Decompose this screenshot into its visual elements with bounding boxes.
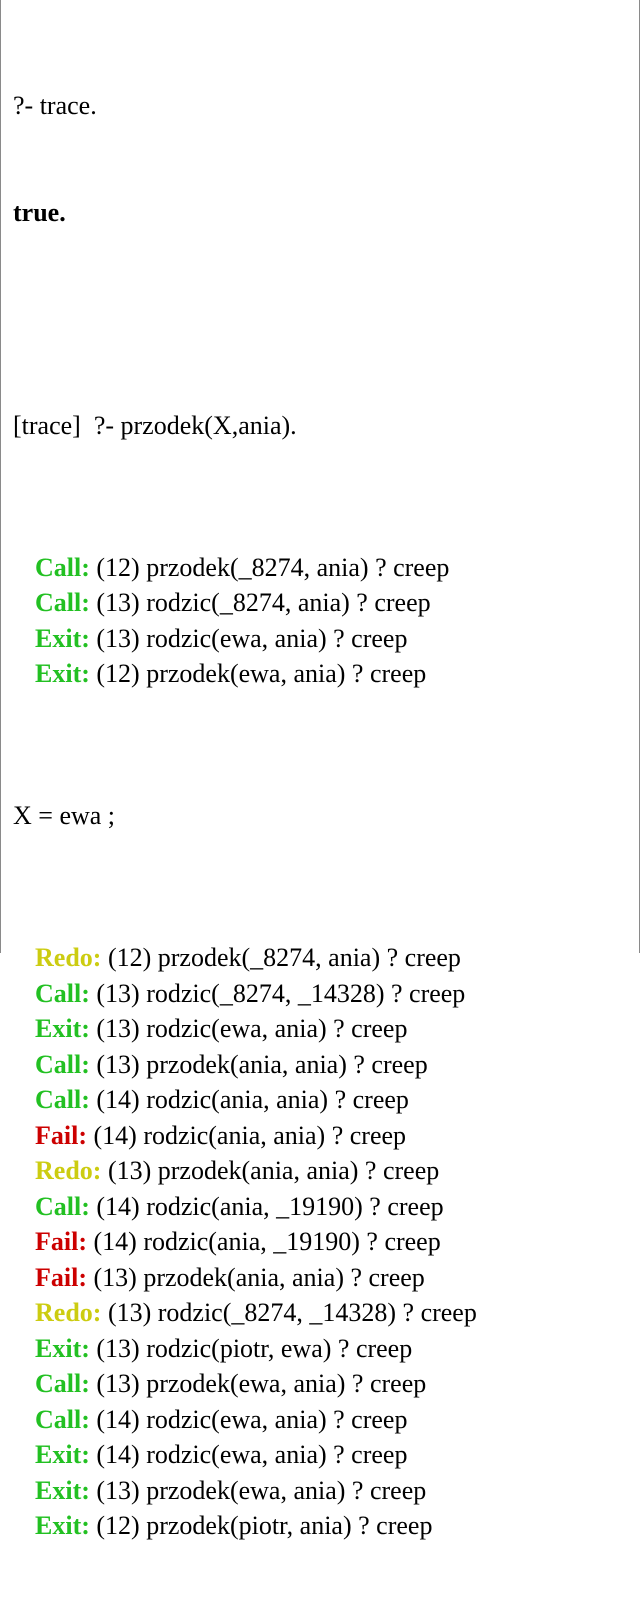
port-call: Call: [35, 1085, 90, 1114]
trace-line: Exit: (13) rodzic(ewa, ania) ? creep [13, 621, 631, 657]
trace-query-text: [trace] ?- przodek(X,ania). [13, 410, 297, 440]
trace-goal: (13) rodzic(_8274, ania) ? creep [89, 588, 431, 617]
port-call: Call: [35, 1404, 90, 1434]
trace-line: Exit: (13) przodek(ewa, ania) ? creep [13, 1473, 631, 1509]
port-exit: Exit: [35, 1440, 90, 1469]
trace-goal: (14) rodzic(ania, ania) ? creep [87, 1120, 407, 1150]
answer-line: X = ewa ; [13, 798, 631, 834]
trace-goal: (13) rodzic(_8274, _14328) ? creep [89, 978, 466, 1008]
port-call: Call: [35, 588, 90, 617]
trace-goal: (12) przodek(piotr, ania) ? creep [89, 1511, 433, 1540]
port-call: Call: [35, 1369, 90, 1398]
port-call: Call: [35, 1191, 90, 1221]
port-exit: Exit: [35, 1475, 90, 1505]
trace-goal: (12) przodek(_8274, ania) ? creep [89, 552, 450, 582]
result-line: true. [13, 195, 631, 231]
port-fail: Fail: [35, 1120, 87, 1150]
trace-line: Fail: (14) rodzic(ania, _19190) ? creep [13, 1224, 631, 1260]
trace-line: Fail: (13) przodek(ania, ania) ? creep [13, 1260, 631, 1296]
trace-line: Call: (14) rodzic(ewa, ania) ? creep [13, 1402, 631, 1438]
trace-line: Fail: (14) rodzic(ania, ania) ? creep [13, 1118, 631, 1154]
trace-line: Redo: (12) przodek(_8274, ania) ? creep [13, 940, 631, 976]
trace-goal: (13) przodek(ewa, ania) ? creep [89, 1369, 427, 1398]
trace-goal: (13) przodek(ewa, ania) ? creep [89, 1475, 427, 1505]
trace-line: Exit: (12) przodek(ewa, ania) ? creep [13, 656, 631, 692]
port-exit: Exit: [35, 1014, 90, 1043]
trace-goal: (14) rodzic(ewa, ania) ? creep [89, 1404, 408, 1434]
port-fail: Fail: [35, 1227, 87, 1256]
query-text: ?- trace. [13, 91, 97, 120]
trace-line: Exit: (14) rodzic(ewa, ania) ? creep [13, 1437, 631, 1473]
port-redo: Redo: [35, 943, 102, 972]
trace-goal: (14) rodzic(ewa, ania) ? creep [89, 1440, 408, 1469]
trace-goal: (14) rodzic(ania, _19190) ? creep [87, 1227, 441, 1256]
trace-line: Call: (14) rodzic(ania, _19190) ? creep [13, 1189, 631, 1225]
trace-line: Exit: (12) przodek(piotr, ania) ? creep [13, 1508, 631, 1544]
trace-goal: (13) przodek(ania, ania) ? creep [89, 1049, 428, 1079]
trace-goal: (14) rodzic(ania, _19190) ? creep [89, 1191, 444, 1221]
trace-goal: (12) przodek(_8274, ania) ? creep [101, 943, 461, 972]
query-line: ?- trace. [13, 88, 631, 124]
port-call: Call: [35, 978, 90, 1008]
trace-query-line: [trace] ?- przodek(X,ania). [13, 408, 631, 444]
trace-output: ?- trace. true. [trace] ?- przodek(X,ani… [13, 17, 631, 1615]
port-redo: Redo: [35, 1298, 102, 1327]
blank-line [13, 301, 631, 337]
result-text: true. [13, 197, 66, 227]
trace-line: Exit: (13) rodzic(piotr, ewa) ? creep [13, 1331, 631, 1367]
port-call: Call: [35, 552, 90, 582]
trace-line: Call: (13) przodek(ewa, ania) ? creep [13, 1366, 631, 1402]
trace-line: Redo: (13) rodzic(_8274, _14328) ? creep [13, 1295, 631, 1331]
trace-goal: (14) rodzic(ania, ania) ? creep [89, 1085, 409, 1114]
trace-goal: (13) rodzic(ewa, ania) ? creep [89, 1014, 408, 1043]
trace-line: Call: (13) rodzic(_8274, ania) ? creep [13, 585, 631, 621]
trace-goal: (13) rodzic(_8274, _14328) ? creep [101, 1298, 477, 1327]
port-redo: Redo: [35, 1156, 102, 1185]
trace-line: Call: (12) przodek(_8274, ania) ? creep [13, 550, 631, 586]
trace-line: Call: (14) rodzic(ania, ania) ? creep [13, 1082, 631, 1118]
trace-line: Redo: (13) przodek(ania, ania) ? creep [13, 1153, 631, 1189]
answer-text: X = ewa ; [13, 801, 116, 830]
trace-goal: (13) rodzic(piotr, ewa) ? creep [89, 1333, 413, 1363]
trace-goal: (13) rodzic(ewa, ania) ? creep [89, 623, 408, 653]
trace-goal: (12) przodek(ewa, ania) ? creep [89, 659, 427, 688]
trace-line: Call: (13) rodzic(_8274, _14328) ? creep [13, 976, 631, 1012]
port-fail: Fail: [35, 1262, 87, 1292]
port-exit: Exit: [35, 623, 90, 653]
port-exit: Exit: [35, 1511, 90, 1540]
trace-line: Exit: (13) rodzic(ewa, ania) ? creep [13, 1011, 631, 1047]
trace-line: Call: (13) przodek(ania, ania) ? creep [13, 1047, 631, 1083]
port-exit: Exit: [35, 1333, 90, 1363]
port-exit: Exit: [35, 659, 90, 688]
port-call: Call: [35, 1049, 90, 1079]
console-window: ?- trace. true. [trace] ?- przodek(X,ani… [0, 0, 640, 1540]
trace-goal: (13) przodek(ania, ania) ? creep [101, 1156, 440, 1185]
trace-goal: (13) przodek(ania, ania) ? creep [87, 1262, 425, 1292]
